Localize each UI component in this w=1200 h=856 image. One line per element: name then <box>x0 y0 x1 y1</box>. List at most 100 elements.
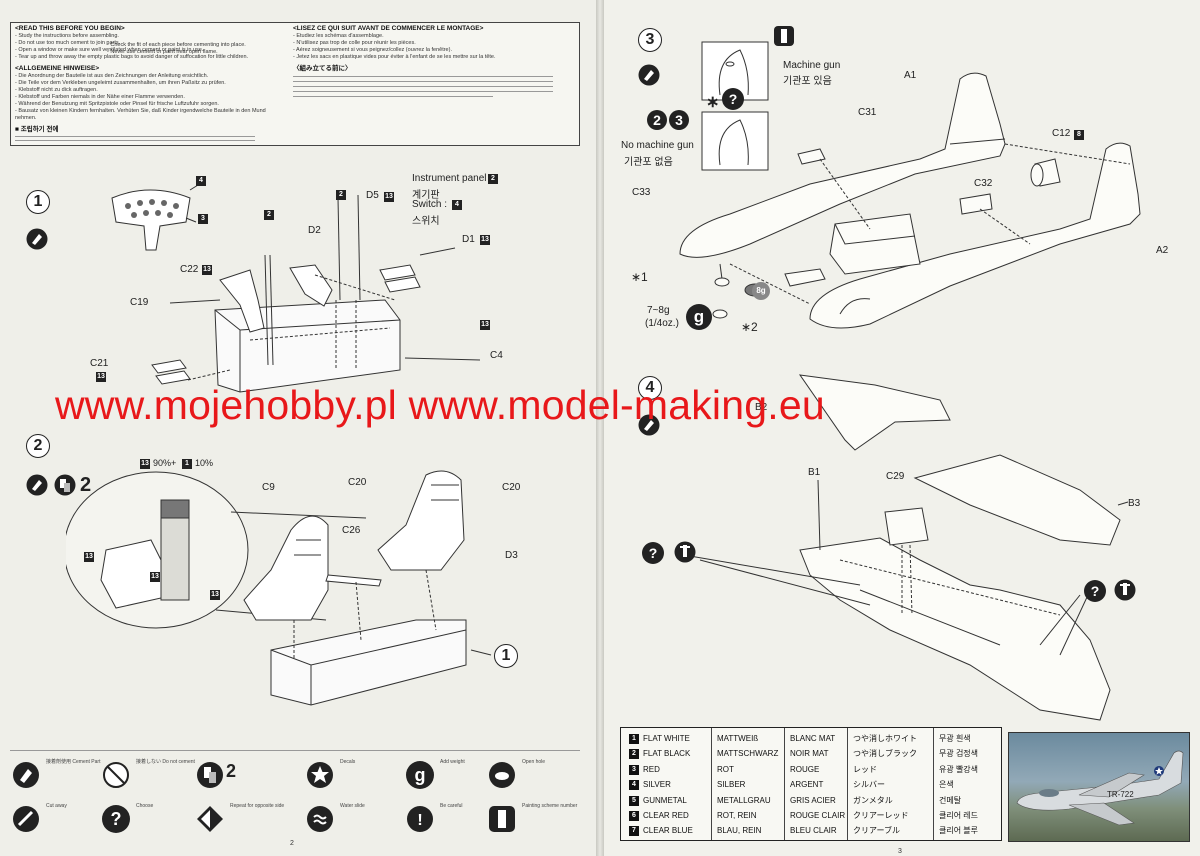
page-gutter <box>596 0 604 856</box>
drill-icon <box>674 541 696 568</box>
warning-line: - Tear up and throw away the empty plast… <box>15 54 249 60</box>
warning-line: - Check the fit of each piece before cem… <box>107 42 246 48</box>
warnings-fr: <LISEZ CE QUI SUIT AVANT DE COMMENCER LE… <box>293 25 575 101</box>
part-label-c26: C26 <box>342 525 361 536</box>
part-label-a2: A2 <box>1156 245 1169 256</box>
part-label-b1: B1 <box>808 467 821 478</box>
legend-text: Be careful <box>440 803 463 809</box>
warning-line: - Do not use too much cement to join par… <box>15 40 121 46</box>
symbol-legend: 接着剤使用 Cement Part 接着しない Do not cement 2 … <box>10 750 580 847</box>
cement-icon <box>13 762 39 788</box>
paint-code: 13 <box>480 235 490 245</box>
part-label-c20: C20 <box>348 477 367 488</box>
paint-code: 13 <box>150 572 160 582</box>
machine-gun-label-kr: 기관포 있음 <box>783 76 832 87</box>
color-name-kr: 유광 빨강색 <box>939 764 979 774</box>
step-1-diagram <box>111 184 481 393</box>
step-4-number: 4 <box>638 376 662 400</box>
no-machine-gun-label-kr: 기관포 없음 <box>624 157 673 168</box>
paint-code: 13 <box>210 590 220 600</box>
color-name-jp: ガンメタル <box>853 795 893 805</box>
part-label-d5: D5 <box>366 190 379 201</box>
repeat-icon <box>54 474 76 501</box>
step-3-number: 3 <box>638 28 662 52</box>
weight-badge: 8g <box>752 282 770 300</box>
paint-code: 13 <box>96 372 106 382</box>
paint-code: 8 <box>1074 130 1084 140</box>
legend-item: g Add weight <box>406 757 536 795</box>
color-name-fr: ROUGE CLAIR <box>790 811 846 821</box>
legend-repeat-count: 2 <box>226 761 237 781</box>
decal-icon <box>307 762 333 788</box>
water-icon <box>307 806 333 832</box>
cement-icon <box>638 64 660 91</box>
legend-text: Cut away <box>46 803 67 809</box>
legend-text: 接着剤使用 Cement Part <box>46 759 101 765</box>
legend-item: Water slide <box>306 801 436 839</box>
paint-code: 4 <box>452 200 462 210</box>
part-label-b2: B2 <box>755 402 768 413</box>
part-label-c12: C12 <box>1052 128 1071 139</box>
warning-line: - Die Anordnung der Bauteile ist aus den… <box>15 73 209 79</box>
choose-icon: ? <box>102 805 130 833</box>
warnings-jp-title: 〈組み立てる前に〉 <box>293 65 352 72</box>
legend-text: Painting scheme number <box>522 803 578 809</box>
legend-item: Repeat for opposite side <box>196 801 326 839</box>
legend-item: Painting scheme number <box>488 801 618 839</box>
step-4-diagram <box>683 374 1129 721</box>
legend-item: Decals <box>306 757 436 795</box>
color-name-en: RED <box>643 764 660 774</box>
color-name-de: METALLGRAU <box>717 795 771 805</box>
legend-item: Open hole <box>488 757 618 795</box>
part-label-c33: C33 <box>632 187 651 198</box>
paint-code: 13 <box>202 265 212 275</box>
color-name-de: ROT <box>717 764 734 774</box>
option-star: ∗ <box>706 94 720 111</box>
legend-text: Open hole <box>522 759 546 765</box>
warning-line: - Bausatz von kleinen Kindern fernhalten… <box>15 108 266 121</box>
color-name-en: GUNMETAL <box>643 795 687 805</box>
switch-label-kr: 스위치 <box>412 216 440 227</box>
star-2-label: ∗2 <box>741 320 758 334</box>
paint-code: 2 <box>488 174 498 184</box>
cut-icon <box>13 806 39 832</box>
part-label-d1: D1 <box>462 234 475 245</box>
step-1-ref-number: 1 <box>494 644 518 668</box>
color-name-kr: 클리어 블루 <box>939 826 979 836</box>
color-name-fr: ROUGE <box>790 764 820 774</box>
color-name-de: BLAU, REIN <box>717 826 762 836</box>
step-1-number: 1 <box>26 190 50 214</box>
paint-code: 13 <box>140 459 150 469</box>
watermark-text: www.mojehobby.pl www.model-making.eu <box>55 382 825 428</box>
weight-label: 7~8g <box>647 305 670 316</box>
option-badge: 3 <box>669 110 689 130</box>
legend-text: Add weight <box>440 759 465 765</box>
warning-line: - Die Teile vor dem Verkleben ungeleimt … <box>15 80 226 86</box>
mix-ratio: 90%+ <box>153 458 177 468</box>
paint-code: 13 <box>384 192 394 202</box>
choose-icon: ? <box>1084 580 1106 602</box>
color-name-kr: 은색 <box>939 780 954 790</box>
machine-gun-label: Machine gun <box>783 60 841 71</box>
part-label-c22: C22 <box>180 264 199 275</box>
color-name-jp: つや消しホワイト <box>853 734 917 743</box>
open-hole-icon <box>489 762 515 788</box>
exercise-icon: ! <box>407 806 433 832</box>
color-col-jp: つや消しホワイト つや消しブラック レッド シルバー ガンメタル クリアーレッド… <box>853 731 917 839</box>
color-code: 7 <box>629 826 639 837</box>
warning-line: - N'utilisez pas trop de colle pour réun… <box>293 40 416 46</box>
part-label-c32: C32 <box>974 178 993 189</box>
weight-icon: g <box>686 304 712 330</box>
star-1-label: ∗1 <box>631 270 648 284</box>
painting-icon <box>489 806 515 832</box>
paint-code: 13 <box>84 552 94 562</box>
svg-text:!: ! <box>417 812 422 829</box>
part-label-c31: C31 <box>858 107 877 118</box>
page-number-right: 3 <box>898 848 902 855</box>
repeat-count: 2 <box>80 474 92 496</box>
